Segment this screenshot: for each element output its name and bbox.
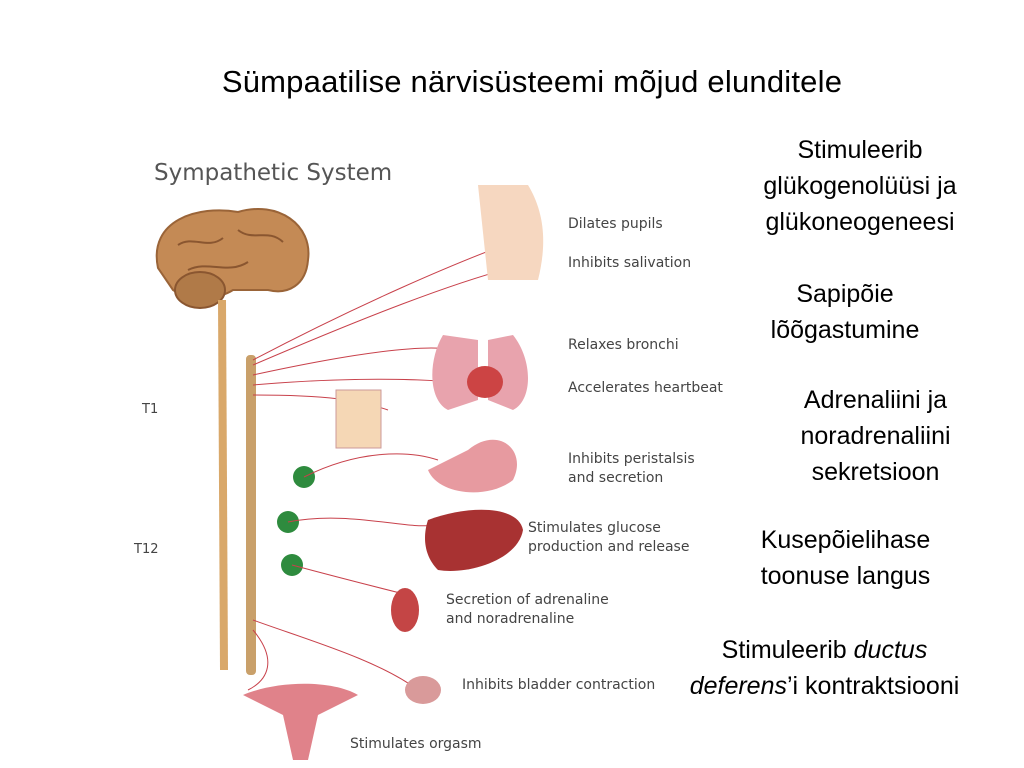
uterus-illustration (243, 683, 358, 760)
slide-title: Sümpaatilise närvisüsteemi mõjud elundit… (221, 64, 843, 99)
skin-illustration (335, 389, 382, 449)
note-ductus-italic: ductus (853, 636, 928, 664)
note-ductus-suffix: ’i kontraktsiooni (786, 672, 960, 700)
effect-adrenaline: Secretion of adrenaline and noradrenalin… (446, 592, 609, 627)
bladder-illustration (405, 676, 441, 704)
note-ductus-italic-2: deferens (689, 672, 787, 700)
note-bile: Sapipõie lõõgastumine (770, 280, 920, 344)
level-t12: T12 (134, 542, 159, 557)
figure-heading: Sympathetic System (154, 160, 393, 186)
effect-bronchi: Relaxes bronchi (568, 337, 679, 353)
spinal-cord (218, 300, 228, 670)
diagram-svg (155, 185, 544, 760)
kidney-illustration (391, 588, 419, 632)
effect-glucose: Stimulates glucose production and releas… (528, 520, 690, 555)
liver-illustration (425, 509, 523, 571)
effect-salivation: Inhibits salivation (568, 255, 692, 271)
effect-bladder: Inhibits bladder contraction (462, 677, 656, 693)
note-glycogenolysis: Stimuleerib glükogenolüüsi ja glükoneoge… (763, 136, 957, 236)
note-ductus: Stimuleerib ductus deferens’i kontraktsio… (652, 632, 997, 704)
effect-orgasm: Stimulates orgasm (350, 736, 482, 752)
face-illustration (478, 185, 544, 280)
note-ductus-prefix: Stimuleerib (721, 636, 854, 664)
effect-peristalsis: Inhibits peristalsis and secretion (568, 451, 695, 486)
note-bladder: Kusepõielihase toonuse langus (760, 526, 931, 590)
level-t1: T1 (142, 402, 159, 417)
sympathetic-chain (246, 355, 256, 675)
heart-illustration (467, 366, 503, 398)
brain-illustration (155, 207, 310, 309)
effect-heartbeat: Accelerates heartbeat (568, 380, 723, 396)
note-adrenal: Adrenaliini ja noradrenaliini sekretsioo… (800, 386, 951, 486)
effect-pupils: Dilates pupils (568, 216, 663, 232)
sympathetic-system-diagram: Sympathetic System T1 T12 Dilates pupils… (128, 150, 728, 768)
lungs-illustration (432, 335, 528, 410)
stomach-illustration (428, 439, 517, 493)
